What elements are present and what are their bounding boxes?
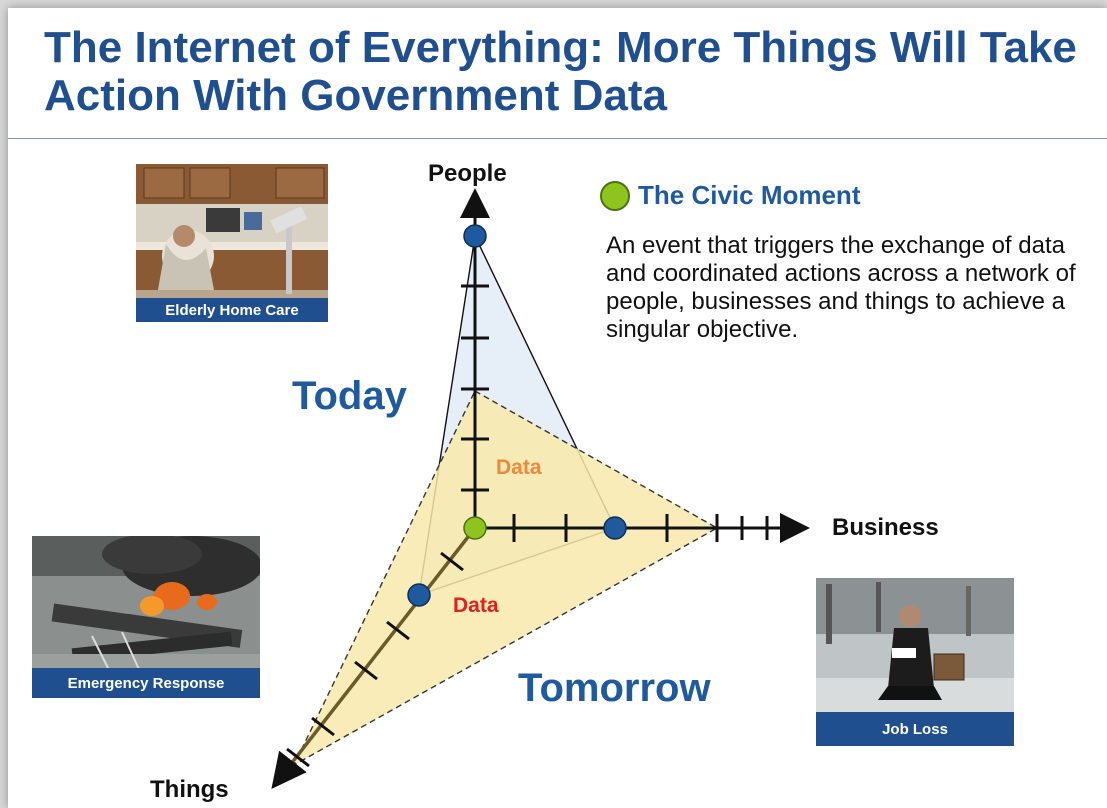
civic-moment-description: An event that triggers the exchange of d… bbox=[606, 232, 1076, 343]
civic-moment-origin-dot bbox=[463, 516, 487, 540]
people-axis-ticks bbox=[461, 284, 489, 492]
elderly-home-care-caption: Elderly Home Care bbox=[136, 298, 328, 322]
people-node bbox=[463, 224, 487, 248]
civic-moment-dot-icon bbox=[600, 180, 630, 211]
slide-title: The Internet of Everything: More Things … bbox=[44, 23, 1077, 120]
civic-moment-legend: The Civic Moment bbox=[600, 180, 860, 211]
things-axis-label: Things bbox=[150, 776, 229, 803]
things-axis-ticks bbox=[286, 551, 464, 768]
emergency-response-photo: Emergency Response bbox=[32, 536, 260, 698]
emergency-response-caption: Emergency Response bbox=[32, 668, 260, 698]
tomorrow-label: Tomorrow bbox=[518, 666, 711, 710]
business-node bbox=[603, 516, 627, 540]
tomorrow-triangle bbox=[292, 390, 719, 767]
things-node bbox=[407, 583, 431, 607]
business-axis-label: Business bbox=[832, 514, 939, 541]
kitchen-scene-image bbox=[136, 164, 328, 322]
people-axis-label: People bbox=[428, 160, 507, 187]
title-divider bbox=[8, 138, 1107, 139]
slide: The Internet of Everything: More Things … bbox=[8, 8, 1107, 808]
job-loss-caption: Job Loss bbox=[816, 712, 1014, 746]
business-axis-ticks bbox=[512, 514, 769, 542]
today-label: Today bbox=[292, 374, 407, 418]
job-loss-photo: Job Loss bbox=[816, 578, 1014, 746]
elderly-home-care-photo: Elderly Home Care bbox=[136, 164, 328, 322]
civic-moment-diagram bbox=[271, 188, 810, 790]
things-axis bbox=[271, 526, 477, 790]
data-label-lower: Data bbox=[453, 594, 499, 617]
data-label-upper: Data bbox=[496, 456, 542, 479]
civic-moment-heading: The Civic Moment bbox=[638, 180, 861, 210]
